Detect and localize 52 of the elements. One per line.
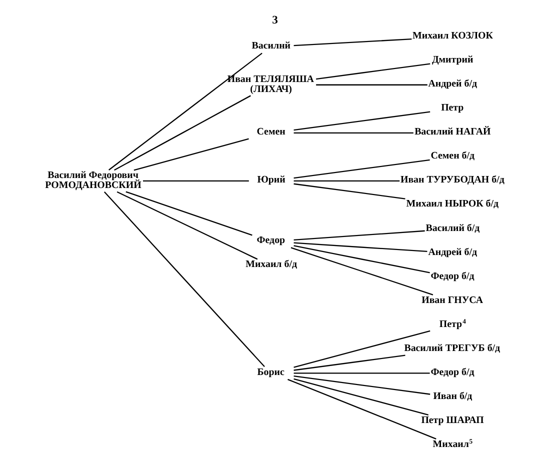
node-text: Иван ГНУСА [422,294,484,306]
connector [294,375,430,395]
connector [294,378,429,416]
connector [294,230,425,241]
node-text: Петр$^{4}$ [439,318,466,330]
node-text: Семен [256,126,286,138]
node-text: Юрий [257,174,286,186]
connector [294,183,406,200]
node-text: Василий ТРЕГУБ б/д [404,342,500,354]
node-text: Федор б/д [430,270,474,282]
node-text: Федор [256,235,286,246]
node-text: Иван ТУРУБОДАН б/д [400,174,504,186]
node-text: Петр ШАРАП [421,414,484,426]
connector [134,138,249,171]
connector [116,191,258,260]
node-text: Василнй [252,40,291,52]
connector [294,180,400,182]
connector [316,84,428,86]
connector [294,354,406,371]
diagram-title: 3 [272,13,278,26]
node-text: Михаил НЫРОК б/д [406,198,499,210]
node-text: Василий Федорович РОМОДАНОВСКИЙ [45,170,142,192]
node-text: Петр [441,102,464,114]
node-text: Василий б/д [426,222,480,234]
connector [143,180,249,182]
node-text: Михаил$^{5}$ [432,438,473,450]
node-text: Василий НАГАЙ [414,126,491,138]
connector [294,38,412,46]
node-text: Федор б/д [430,366,474,378]
node-text: Михаил б/д [246,259,297,270]
connector [290,247,434,296]
connector [294,159,430,179]
node-text: Семен б/д [430,150,475,162]
node-text: Иван б/д [433,390,472,402]
connector [294,242,428,252]
connector [114,95,251,171]
connector [104,191,265,368]
connector [294,132,414,134]
connector [288,378,436,440]
connector [294,330,430,368]
connector [126,191,252,236]
connector [108,52,262,170]
node-text: Михаил КОЗЛОК [412,30,493,42]
node-text: Андрей б/д [428,78,478,90]
node-text: Дмитрий [432,54,474,66]
connector [294,111,430,131]
node-text: Андрей б/д [428,246,478,258]
node-text: Борис [257,366,284,378]
connector [294,372,430,374]
connector [316,63,430,80]
node-text: Иван ТЕЛЯЛЯША (ЛИХАЧ) [227,74,314,96]
connector [294,245,430,274]
